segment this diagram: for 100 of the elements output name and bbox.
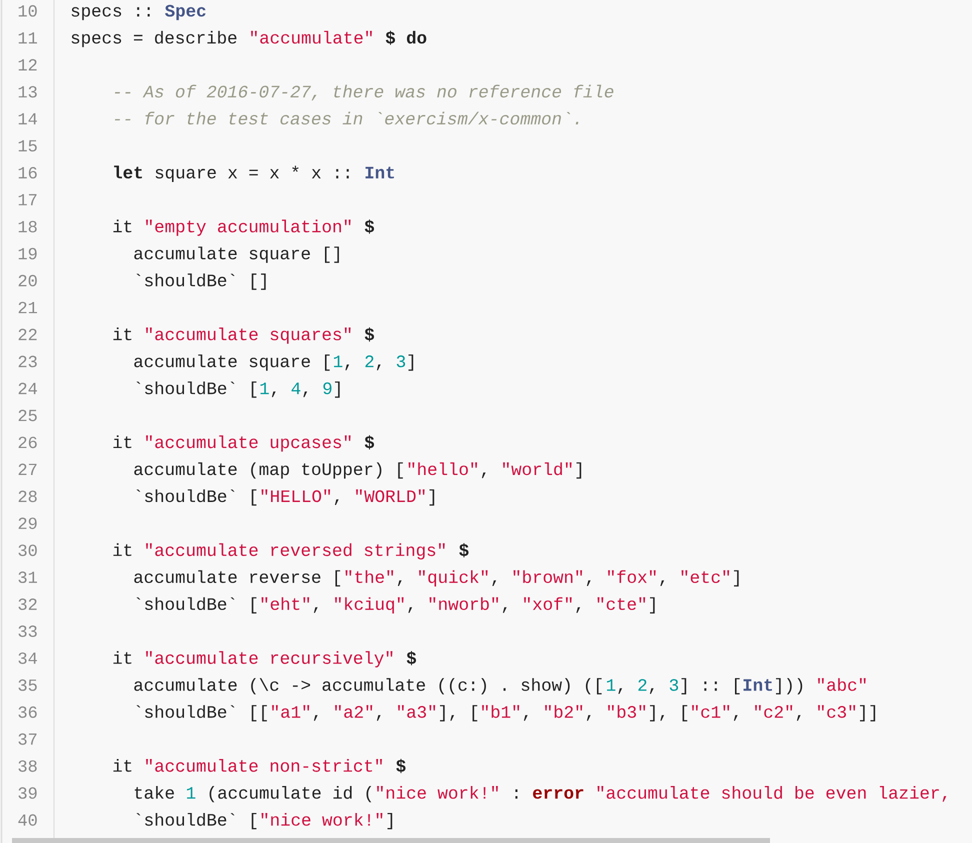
code-text: ,: [482, 472, 486, 478]
code-keyword: $: [396, 758, 406, 774]
code-string: "xof": [524, 597, 572, 610]
line-number: 37: [18, 733, 36, 745]
line-number: 15: [18, 140, 37, 152]
code-string: "cte": [598, 597, 646, 610]
code-text: ,: [334, 499, 339, 506]
code-text: ], [: [440, 705, 478, 722]
code-text: ]: [576, 462, 582, 479]
line-number: 26: [18, 436, 37, 448]
code-number: 1: [334, 356, 342, 368]
code-text: accumulate square [: [134, 354, 330, 371]
code-number: 1: [186, 787, 196, 799]
code-string: "accumulate reversed strings": [146, 543, 445, 560]
code-text: specs ::: [72, 7, 150, 20]
line-number: 24: [18, 382, 37, 394]
code-string: "b2": [545, 705, 582, 718]
code-keyword: $: [364, 219, 374, 234]
code-text: `shouldBe` [: [136, 812, 256, 830]
code-string: "accumulate should be even lazier,: [598, 786, 946, 802]
code-string: "a3": [398, 705, 436, 718]
code-type: Int: [744, 679, 772, 691]
code-text: it: [113, 435, 132, 448]
code-keyword: let: [114, 166, 142, 178]
line-number: 27: [18, 464, 36, 475]
code-string: "a1": [272, 705, 310, 718]
code-comment: -- for the test cases in `exercism/x-common`.: [114, 112, 578, 125]
code-text: ]: [388, 812, 392, 830]
code-text: ,: [618, 688, 622, 694]
line-number: 38: [18, 760, 37, 772]
code-text: ,: [492, 580, 496, 586]
code-text: ]]: [860, 705, 876, 722]
line-number: 18: [18, 220, 37, 232]
line-number: 20: [18, 274, 37, 286]
code-text: `shouldBe` [: [136, 489, 256, 506]
line-number: 33: [18, 625, 37, 637]
code-text: ,: [586, 580, 591, 586]
code-text: ]: [408, 354, 414, 371]
code-text: ,: [796, 715, 801, 721]
code-keyword: $ do: [386, 30, 426, 45]
code-text: accumulate (map toUpper) [: [134, 462, 403, 479]
code-string: "nice work!": [262, 812, 382, 826]
code-text: `shouldBe` [[: [136, 705, 267, 722]
line-number: 29: [18, 518, 37, 530]
code-text: ,: [576, 607, 580, 613]
code-text: ,: [303, 392, 308, 398]
code-number: 3: [396, 355, 406, 368]
code-text: ,: [734, 715, 738, 721]
line-number: 28: [18, 490, 37, 502]
code-number: 9: [323, 382, 332, 394]
line-number: 16: [18, 167, 37, 178]
code-string: "c3": [818, 705, 856, 718]
code-keyword: $: [459, 543, 469, 558]
code-text: accumulate (\c -> accumulate ((c:) . show) ([: [134, 678, 602, 694]
code-string: "quick": [419, 570, 488, 586]
code-string: "eht": [262, 597, 310, 610]
code-keyword: $: [406, 651, 416, 666]
line-number: 35: [18, 679, 37, 691]
code-string: "accumulate recursively": [146, 651, 392, 668]
line-number: 21: [18, 302, 37, 314]
code-text: ,: [408, 607, 412, 613]
code-string: "nworb": [430, 597, 498, 610]
code-string: "accumulate upcases": [146, 435, 351, 452]
line-number: 36: [18, 706, 37, 718]
code-number: 3: [670, 679, 678, 691]
code-text: ])): [776, 678, 802, 694]
code-number: 1: [260, 382, 269, 394]
line-number: 23: [18, 356, 37, 368]
code-string: "kciuq": [335, 597, 404, 614]
line-number: 25: [18, 410, 37, 422]
code-text: ,: [650, 688, 654, 694]
line-number: 13: [18, 86, 37, 98]
code-string: "world": [503, 462, 572, 476]
code-text: it: [113, 651, 132, 664]
code-number: 2: [365, 355, 374, 368]
code-text: `shouldBe` []: [136, 274, 266, 290]
code-string: "c2": [755, 705, 792, 718]
code-string: "fox": [608, 570, 656, 584]
line-number: 11: [18, 32, 37, 44]
code-text: ,: [314, 607, 318, 613]
code-string: "b3": [608, 705, 646, 718]
line-number: 39: [18, 787, 37, 799]
line-number: 22: [18, 328, 37, 340]
code-text: ,: [660, 580, 664, 586]
code-string: "b1": [482, 705, 520, 718]
code-text: ]: [430, 489, 434, 506]
code-text: it: [113, 328, 132, 340]
line-number: 31: [18, 572, 37, 584]
code-text: ,: [502, 607, 507, 613]
code-string: "accumulate": [251, 30, 372, 44]
code-text: ], [: [650, 705, 688, 722]
code-text: it: [113, 759, 132, 772]
code-text: square x = x * x ::: [156, 166, 349, 182]
code-string: "a2": [335, 705, 372, 718]
code-keyword: error: [533, 789, 584, 799]
code-text: accumulate reverse [: [134, 570, 340, 586]
line-number: 30: [18, 544, 37, 556]
code-text: ]: [734, 570, 739, 586]
code-text: `shouldBe` [: [136, 597, 256, 614]
code-string: "hello": [408, 462, 478, 476]
